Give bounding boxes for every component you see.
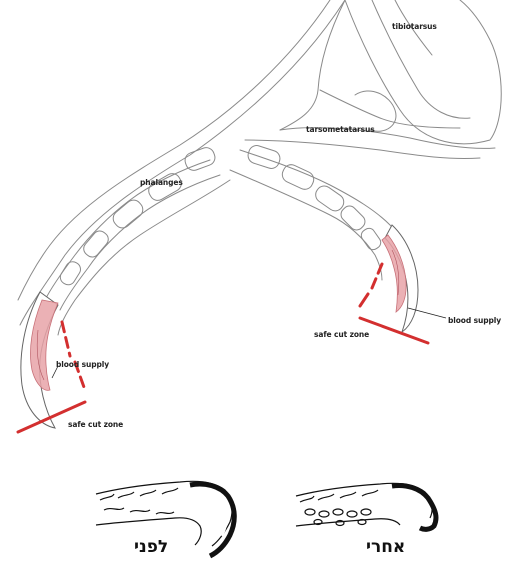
caption-before: לפני (134, 537, 169, 557)
caption-after: אחרי (366, 537, 406, 557)
after-claw-illustration (295, 482, 439, 532)
left-claw (20, 291, 59, 429)
label-blood-supply-left: blood supply (56, 360, 110, 369)
before-claw-illustration (95, 480, 237, 559)
right-cut-guides (358, 262, 430, 345)
right-claw (381, 224, 419, 334)
label-safe-cut-zone-left: safe cut zone (68, 420, 124, 429)
label-phalanges: phalanges (140, 178, 183, 187)
label-tarsometatarsus: tarsometatarsus (306, 125, 375, 134)
left-blood-supply-region (30, 299, 59, 391)
bird-leg-drawing (17, 0, 502, 336)
label-safe-cut-zone-right: safe cut zone (314, 330, 370, 339)
label-tibiotarsus: tibiotarsus (392, 22, 437, 31)
label-blood-supply-right: blood supply (448, 316, 502, 325)
left-cut-guides (16, 320, 87, 434)
leader-lines (51, 307, 447, 379)
right-blood-supply-region (381, 234, 407, 313)
